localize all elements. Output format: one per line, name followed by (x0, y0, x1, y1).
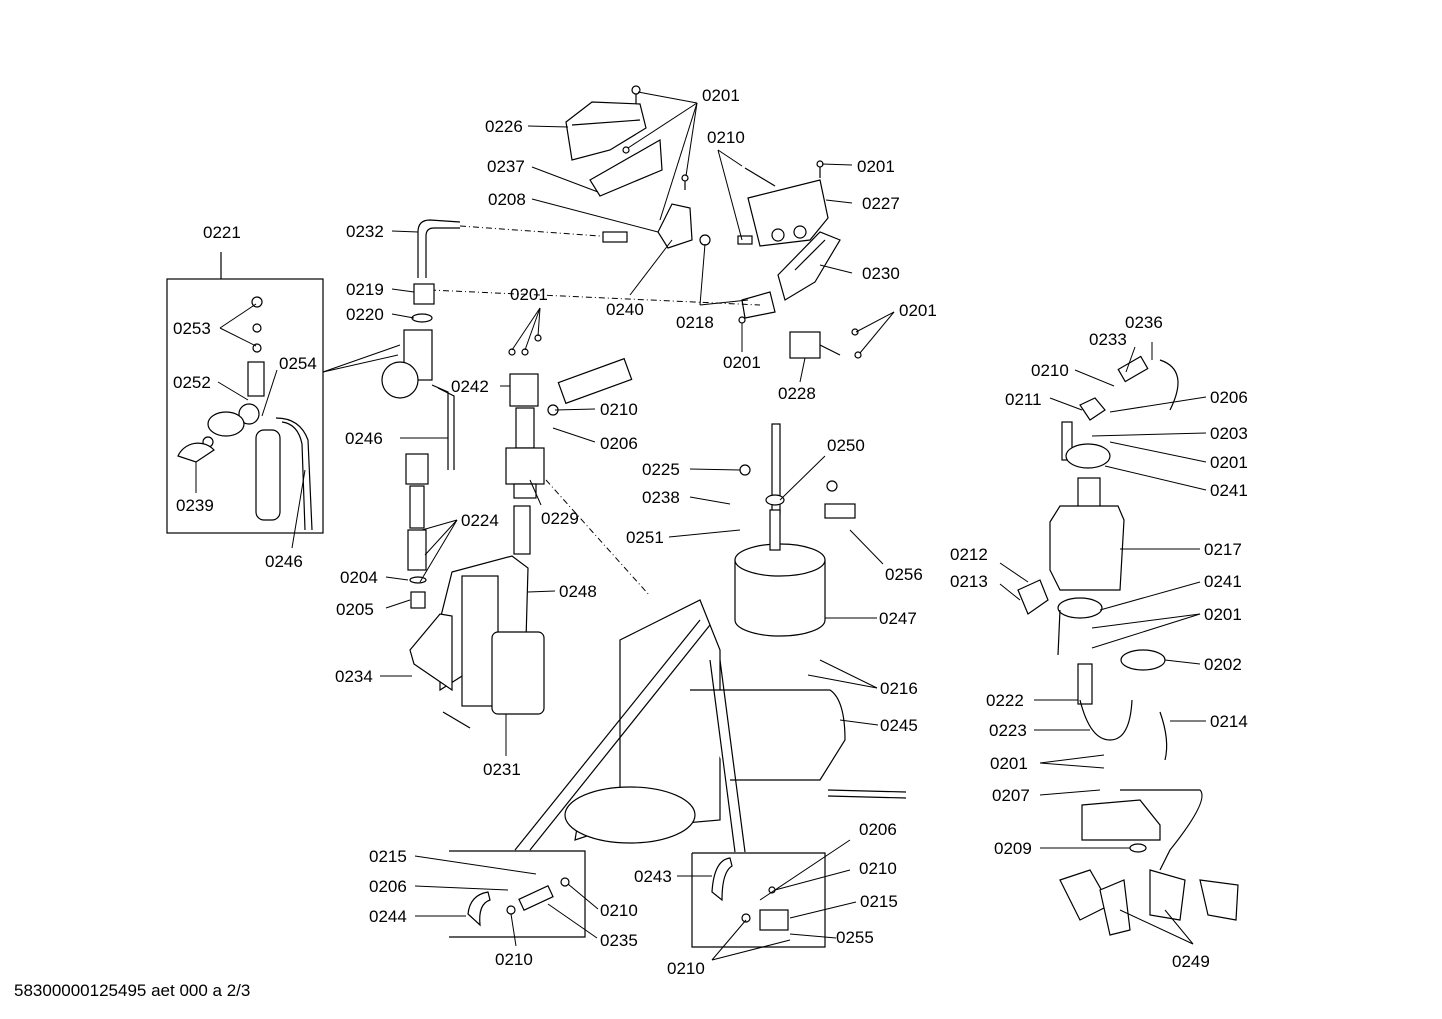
label-0230: 0230 (862, 264, 900, 283)
part-bracket-0227 (744, 160, 829, 247)
label-0210: 0210 (495, 950, 533, 969)
label-0203: 0203 (1210, 424, 1248, 443)
label-0210: 0210 (707, 128, 745, 147)
label-0210: 0210 (1031, 361, 1069, 380)
label-0221: 0221 (203, 223, 241, 242)
label-0205: 0205 (336, 600, 374, 619)
label-0201: 0201 (990, 754, 1028, 773)
label-0208: 0208 (488, 190, 526, 209)
part-pump-shaft (405, 453, 429, 609)
label-0201: 0201 (1204, 605, 1242, 624)
label-0247: 0247 (879, 609, 917, 628)
label-0246: 0246 (345, 429, 383, 448)
label-0241: 0241 (1204, 572, 1242, 591)
part-switch-0228 (738, 291, 862, 359)
label-0216: 0216 (880, 679, 918, 698)
label-0237: 0237 (487, 157, 525, 176)
label-0207: 0207 (992, 786, 1030, 805)
label-0235: 0235 (600, 931, 638, 950)
label-0201: 0201 (857, 157, 895, 176)
label-0209: 0209 (994, 839, 1032, 858)
label-0245: 0245 (880, 716, 918, 735)
detail-box-0221 (166, 278, 324, 534)
label-0231: 0231 (483, 760, 521, 779)
part-housing-0248 (409, 555, 545, 729)
label-0255: 0255 (836, 928, 874, 947)
label-0219: 0219 (346, 280, 384, 299)
part-lever-0230 (777, 231, 841, 301)
label-0232: 0232 (346, 222, 384, 241)
label-0233: 0233 (1089, 330, 1127, 349)
label-0223: 0223 (989, 721, 1027, 740)
label-0254: 0254 (279, 354, 317, 373)
label-0201: 0201 (510, 285, 548, 304)
label-0243: 0243 (634, 867, 672, 886)
label-0253: 0253 (173, 319, 211, 338)
document-reference-footer: 58300000125495 aet 000 a 2/3 (14, 981, 251, 1000)
label-0227: 0227 (862, 194, 900, 213)
label-0201: 0201 (702, 86, 740, 105)
label-0204: 0204 (340, 568, 378, 587)
label-0229: 0229 (541, 509, 579, 528)
label-0234: 0234 (335, 667, 373, 686)
label-0248: 0248 (559, 582, 597, 601)
part-boiler-0247 (734, 423, 856, 637)
label-0215: 0215 (860, 892, 898, 911)
label-0213: 0213 (950, 572, 988, 591)
label-0201: 0201 (899, 301, 937, 320)
label-0239: 0239 (176, 496, 214, 515)
label-0210: 0210 (600, 400, 638, 419)
label-0226: 0226 (485, 117, 523, 136)
label-0212: 0212 (950, 545, 988, 564)
part-pipe-0232 (417, 219, 761, 306)
label-0217: 0217 (1204, 540, 1242, 559)
leader-lines (195, 91, 1207, 961)
label-0238: 0238 (642, 488, 680, 507)
part-bottom-details (467, 857, 789, 931)
part-plugs-0249 (1059, 869, 1239, 936)
label-0249: 0249 (1172, 952, 1210, 971)
part-valve-0240 (602, 203, 753, 249)
label-0206: 0206 (369, 877, 407, 896)
label-0246: 0246 (265, 552, 303, 571)
part-pump-0229 (505, 334, 651, 597)
label-0242: 0242 (451, 377, 489, 396)
part-number-labels: 0201 0226 0210 0201 0237 0227 0208 0232 … (173, 86, 1248, 978)
label-0251: 0251 (626, 528, 664, 547)
label-0201: 0201 (1210, 453, 1248, 472)
label-0215: 0215 (369, 847, 407, 866)
detail-box-bottom-center (691, 852, 826, 948)
part-steam-valve (381, 283, 455, 470)
part-tank-0217 (1017, 355, 1203, 871)
part-cover-0226 (565, 85, 689, 197)
label-0222: 0222 (986, 691, 1024, 710)
label-0220: 0220 (346, 305, 384, 324)
label-0236: 0236 (1125, 313, 1163, 332)
label-0240: 0240 (606, 300, 644, 319)
label-0202: 0202 (1204, 655, 1242, 674)
label-0211: 0211 (1005, 390, 1042, 409)
label-0228: 0228 (778, 384, 816, 403)
label-0201: 0201 (723, 353, 761, 372)
label-0206: 0206 (1210, 388, 1248, 407)
label-0256: 0256 (885, 565, 923, 584)
label-0206: 0206 (600, 434, 638, 453)
label-0225: 0225 (642, 460, 680, 479)
label-0206: 0206 (859, 820, 897, 839)
label-0241: 0241 (1210, 481, 1248, 500)
label-0250: 0250 (827, 436, 865, 455)
label-0218: 0218 (676, 313, 714, 332)
detail-box-bottom-left (449, 850, 586, 938)
label-0210: 0210 (859, 859, 897, 878)
label-0214: 0214 (1210, 712, 1248, 731)
label-0210: 0210 (667, 959, 705, 978)
label-0224: 0224 (461, 511, 499, 530)
label-0210: 0210 (600, 901, 638, 920)
part-base-0245 (514, 599, 907, 853)
label-0244: 0244 (369, 907, 407, 926)
part-detail-0221 (177, 296, 313, 531)
label-0252: 0252 (173, 373, 211, 392)
